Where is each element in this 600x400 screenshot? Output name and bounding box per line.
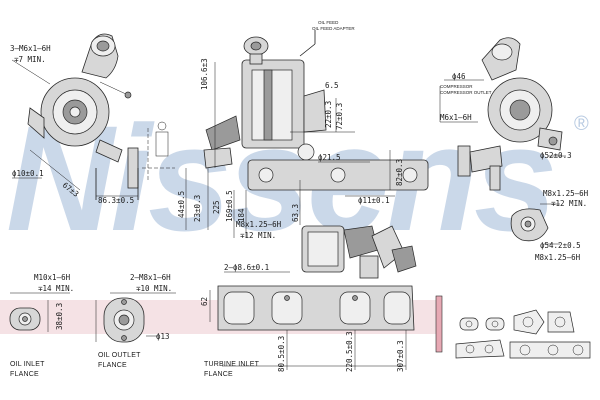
tc-dim-184: 184 [237, 208, 246, 222]
tr-compressor-note: COMPRESSOR OUTLET [440, 90, 492, 95]
ti-caption-1: TURBINE INLET [204, 361, 260, 368]
rc-dim-54: ϕ54.2±0.5 [540, 241, 581, 250]
tc-dim-169: 169±0.5 [225, 190, 234, 222]
tc-thread-note: M8x1.25–6H [236, 220, 282, 229]
tc-dim-44: 44±0.5 [177, 191, 186, 218]
oo-dim-13: ϕ13 [156, 332, 170, 341]
registered-mark: ® [574, 113, 589, 135]
tc-dim-106: 106.6±3 [200, 58, 209, 90]
top-center-turbo-view [185, 30, 429, 238]
tl-depth-note: ∓7 MIN. [14, 55, 46, 64]
oi-thread-note: M10x1–6H [34, 273, 71, 282]
tc-dim-21-5: ϕ21.5 [318, 153, 341, 162]
ti-dim-80: 80.5±0.3 [277, 336, 286, 372]
rc-thread-note-2: M8x1.25–6H [535, 253, 581, 262]
oil-outlet-flange [95, 292, 176, 343]
tr-dim-52: ϕ52±0.3 [540, 151, 572, 160]
tl-thread-note: 3–M6x1–6H [10, 44, 51, 53]
oi-dim-38: 38±0.3 [55, 303, 64, 330]
tr-dim-46: ϕ46 [452, 72, 466, 81]
ti-holes-note: 2–ϕ8.6±0.1 [224, 263, 269, 272]
ti-caption-2: FLANCE [204, 371, 233, 378]
top-right-turbo-view [439, 37, 566, 191]
ti-dim-62: 62 [200, 297, 209, 306]
ti-dim-220: 220.5±0.3 [345, 331, 354, 372]
tc-dim-72: 72±0.3 [335, 103, 344, 130]
oi-caption-1: OIL INLET [10, 361, 45, 368]
tc-adapter-note: OIL FEED ADAPTER [312, 26, 355, 31]
turbine-inlet-flange [209, 271, 415, 370]
top-left-turbo-view [11, 33, 139, 200]
oi-depth-note: ∓14 MIN. [38, 284, 74, 293]
oo-caption-2: FLANCE [98, 362, 127, 369]
center-marker [142, 121, 175, 180]
oo-thread-note: 2–M8x1–6H [130, 273, 171, 282]
tc-dim-63: 63.3 [291, 204, 300, 222]
oo-caption-1: OIL OUTLET [98, 352, 141, 359]
tc-depth-note: ∓12 MIN. [240, 231, 276, 240]
ti-dim-307: 307±0.3 [396, 340, 405, 372]
tr-thread-note: M6x1–6H [440, 113, 472, 122]
tc-dim-11: ϕ11±0.1 [358, 196, 390, 205]
rc-depth-note: ∓12 MIN. [551, 199, 587, 208]
tl-dim-86: 86.3±0.5 [98, 196, 134, 205]
tc-dim-22: 22±0.3 [324, 101, 333, 128]
rc-thread-note: M8x1.25–6H [543, 189, 589, 198]
bottom-center-turbo-view [301, 225, 417, 279]
tc-dim-23: 23±0.3 [193, 195, 202, 222]
tc-adapter-note-1: OIL FEED [318, 20, 339, 25]
oi-caption-2: FLANCE [10, 371, 39, 378]
gasket-set [435, 295, 591, 359]
tl-diameter-note: ϕ10±0.1 [12, 169, 44, 178]
tc-dim-82: 82±0.3 [395, 159, 404, 186]
tc-dim-6-5: 6.5 [325, 81, 339, 90]
right-callout-view [510, 203, 560, 245]
oil-inlet-flange [9, 292, 70, 332]
tc-dim-225: 225 [212, 200, 221, 214]
oo-depth-note: ∓10 MIN. [136, 284, 172, 293]
tr-compressor-note-1: COMPRESSOR [440, 84, 473, 89]
